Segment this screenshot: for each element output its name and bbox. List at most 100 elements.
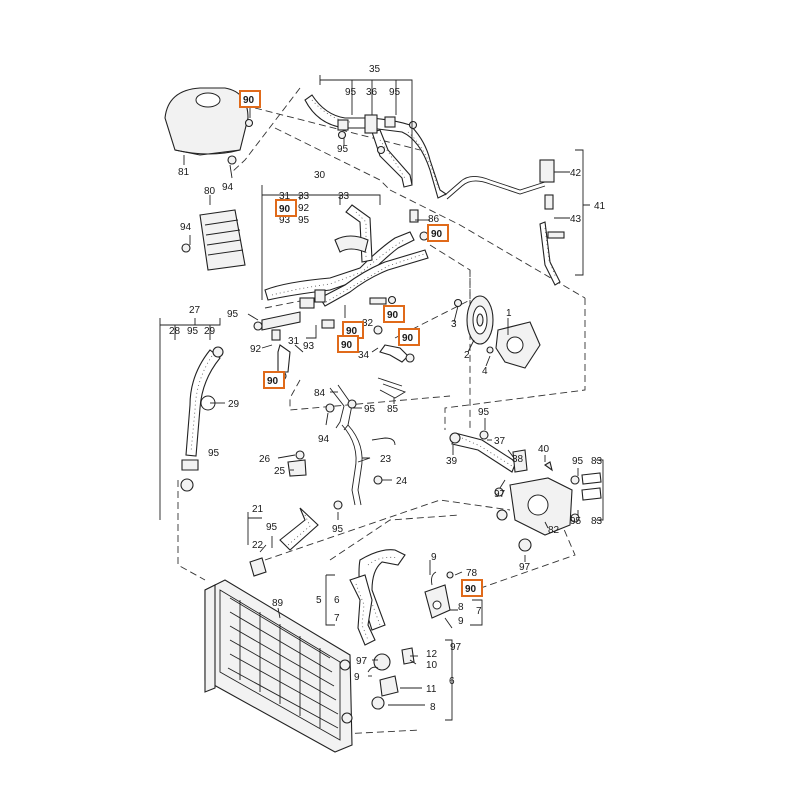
callout-42: 42 <box>570 168 582 179</box>
callout-40: 40 <box>538 444 550 455</box>
callout-5: 5 <box>316 595 322 606</box>
callout-1: 1 <box>506 308 512 319</box>
callout-26: 26 <box>259 454 271 465</box>
callout-95: 95 <box>570 516 582 527</box>
highlight-callout-90[interactable]: 90 <box>337 335 359 353</box>
callout-95: 95 <box>208 448 220 459</box>
callout-23: 23 <box>380 454 392 465</box>
callout-37: 37 <box>494 436 506 447</box>
callout-95: 95 <box>337 144 349 155</box>
leader-lines <box>159 75 604 721</box>
callout-93: 93 <box>279 215 291 226</box>
callout-10: 10 <box>426 660 438 671</box>
callout-7: 7 <box>334 613 340 624</box>
callout-35: 35 <box>369 64 381 75</box>
svg-text:90: 90 <box>267 376 279 387</box>
svg-text:90: 90 <box>387 310 399 321</box>
svg-text:90: 90 <box>346 326 358 337</box>
callout-labels: 35 95 36 95 95 81 94 42 43 41 30 31 33 3… <box>169 64 606 713</box>
callout-95: 95 <box>187 326 199 337</box>
callout-9: 9 <box>354 672 360 683</box>
callout-41: 41 <box>594 201 606 212</box>
callout-11: 11 <box>426 684 437 695</box>
connector-parts <box>253 295 415 381</box>
highlight-callout-90[interactable]: 90 <box>342 321 364 339</box>
callout-94: 94 <box>222 182 234 193</box>
callout-95: 95 <box>298 215 310 226</box>
callout-25: 25 <box>274 466 286 477</box>
callout-29: 29 <box>204 326 216 337</box>
callout-27: 27 <box>189 305 201 316</box>
svg-text:90: 90 <box>341 340 353 351</box>
callout-28: 28 <box>169 326 181 337</box>
highlight-callout-90[interactable]: 90 <box>427 224 449 242</box>
callout-8: 8 <box>430 702 436 713</box>
highlight-callout-90[interactable]: 90 <box>263 371 285 389</box>
svg-text:90: 90 <box>465 584 477 595</box>
callout-95: 95 <box>266 522 278 533</box>
callout-89: 89 <box>272 598 284 609</box>
highlight-callout-90[interactable]: 90 <box>275 199 297 217</box>
callout-7: 7 <box>476 606 482 617</box>
callout-34: 34 <box>358 350 370 361</box>
highlight-callout-90[interactable]: 90 <box>383 305 405 323</box>
callout-93: 93 <box>303 341 315 352</box>
callout-95: 95 <box>572 456 584 467</box>
callout-3: 3 <box>451 319 457 330</box>
callout-4: 4 <box>482 366 488 377</box>
svg-text:90: 90 <box>243 95 255 106</box>
callout-81: 81 <box>178 167 190 178</box>
lower-hose-assembly <box>349 549 454 710</box>
callout-95: 95 <box>389 87 401 98</box>
callout-39: 39 <box>446 456 458 467</box>
pressure-line <box>444 159 565 286</box>
callout-85: 85 <box>387 404 399 415</box>
thermostat-housing <box>494 461 602 552</box>
radiator <box>204 579 353 753</box>
callout-97: 97 <box>519 562 531 573</box>
callout-83: 83 <box>591 456 603 467</box>
callout-84: 84 <box>314 388 326 399</box>
middle-hose-assembly <box>264 204 429 309</box>
upper-hose-assembly <box>304 94 448 199</box>
highlight-callout-90[interactable]: 90 <box>461 579 483 597</box>
callout-95: 95 <box>478 407 490 418</box>
callout-8: 8 <box>458 602 464 613</box>
callout-31: 31 <box>288 336 300 347</box>
callout-95: 95 <box>345 87 357 98</box>
callout-6: 6 <box>449 676 455 687</box>
callout-97: 97 <box>450 642 462 653</box>
callout-24: 24 <box>396 476 408 487</box>
callout-97: 97 <box>494 489 506 500</box>
bypass-lines <box>325 377 407 431</box>
callout-38: 38 <box>512 454 524 465</box>
highlight-callout-90[interactable]: 90 <box>398 328 420 346</box>
callout-31: 31 <box>279 191 291 202</box>
callout-30: 30 <box>314 170 326 181</box>
highlighted-callouts: 90 90 90 90 90 90 90 90 <box>239 90 483 597</box>
callout-36: 36 <box>366 87 378 98</box>
callout-94: 94 <box>318 434 330 445</box>
highlight-callout-90[interactable]: 90 <box>239 90 261 108</box>
callout-82: 82 <box>548 525 560 536</box>
callout-80: 80 <box>204 186 216 197</box>
callout-6: 6 <box>334 595 340 606</box>
callout-92: 92 <box>250 344 262 355</box>
callout-2: 2 <box>464 350 470 361</box>
callout-9: 9 <box>431 552 437 563</box>
callout-97: 97 <box>356 656 368 667</box>
callout-95: 95 <box>332 524 344 535</box>
coolant-pipe <box>287 424 396 506</box>
callout-21: 21 <box>252 504 264 515</box>
small-hose <box>249 500 343 577</box>
callout-33: 33 <box>298 191 310 202</box>
callout-94: 94 <box>180 222 192 233</box>
svg-text:90: 90 <box>431 229 443 240</box>
callout-95: 95 <box>364 404 376 415</box>
callout-86: 86 <box>428 214 440 225</box>
callout-12: 12 <box>426 649 438 660</box>
svg-text:90: 90 <box>402 333 414 344</box>
svg-text:90: 90 <box>279 204 291 215</box>
callout-33: 33 <box>338 191 350 202</box>
